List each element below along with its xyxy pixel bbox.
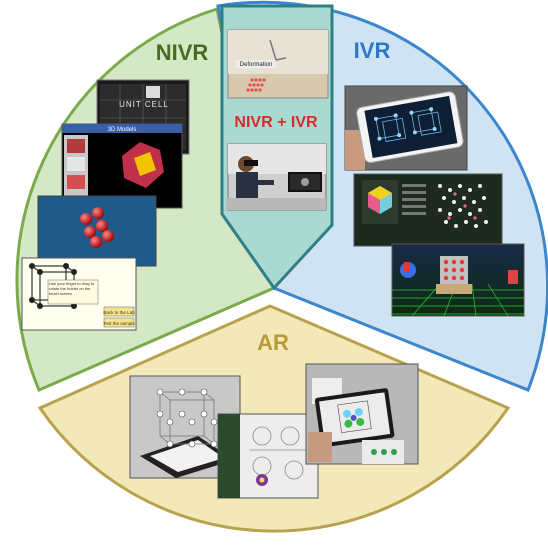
back-to-lab-button: Back to the Lab <box>103 310 135 315</box>
nivr-screenshot-molecule <box>37 195 157 267</box>
nivr-screenshot-crystal-holder: Use your finger to drag to rotate the ho… <box>21 257 137 331</box>
test-sample-button: Test the sample <box>103 321 135 326</box>
nivr-screenshot-3d-models: 3D Models <box>61 123 183 209</box>
instruction-text: Use your finger to drag to rotate the ho… <box>49 281 95 296</box>
deformation-caption: Deformation <box>240 62 273 68</box>
model-window-title: 3D Models <box>108 127 137 133</box>
overlap-label: NIVR + IVR <box>234 114 318 131</box>
ivr-label: IVR <box>354 38 391 63</box>
ar-screenshot-worksheet <box>217 413 319 499</box>
overlap-screenshot-deformation: Deformation <box>227 29 329 99</box>
ar-screenshot-tablet <box>305 363 419 465</box>
ivr-screenshot-phone <box>344 85 468 171</box>
overlap-screenshot-vr-user <box>226 143 327 211</box>
ivr-screenshot-lattice <box>353 173 503 247</box>
nivr-label: NIVR <box>156 40 209 65</box>
unit-cell-caption: UNIT CELL <box>119 100 169 109</box>
ar-label: AR <box>257 330 289 355</box>
ivr-screenshot-virtual-lab <box>391 243 525 317</box>
